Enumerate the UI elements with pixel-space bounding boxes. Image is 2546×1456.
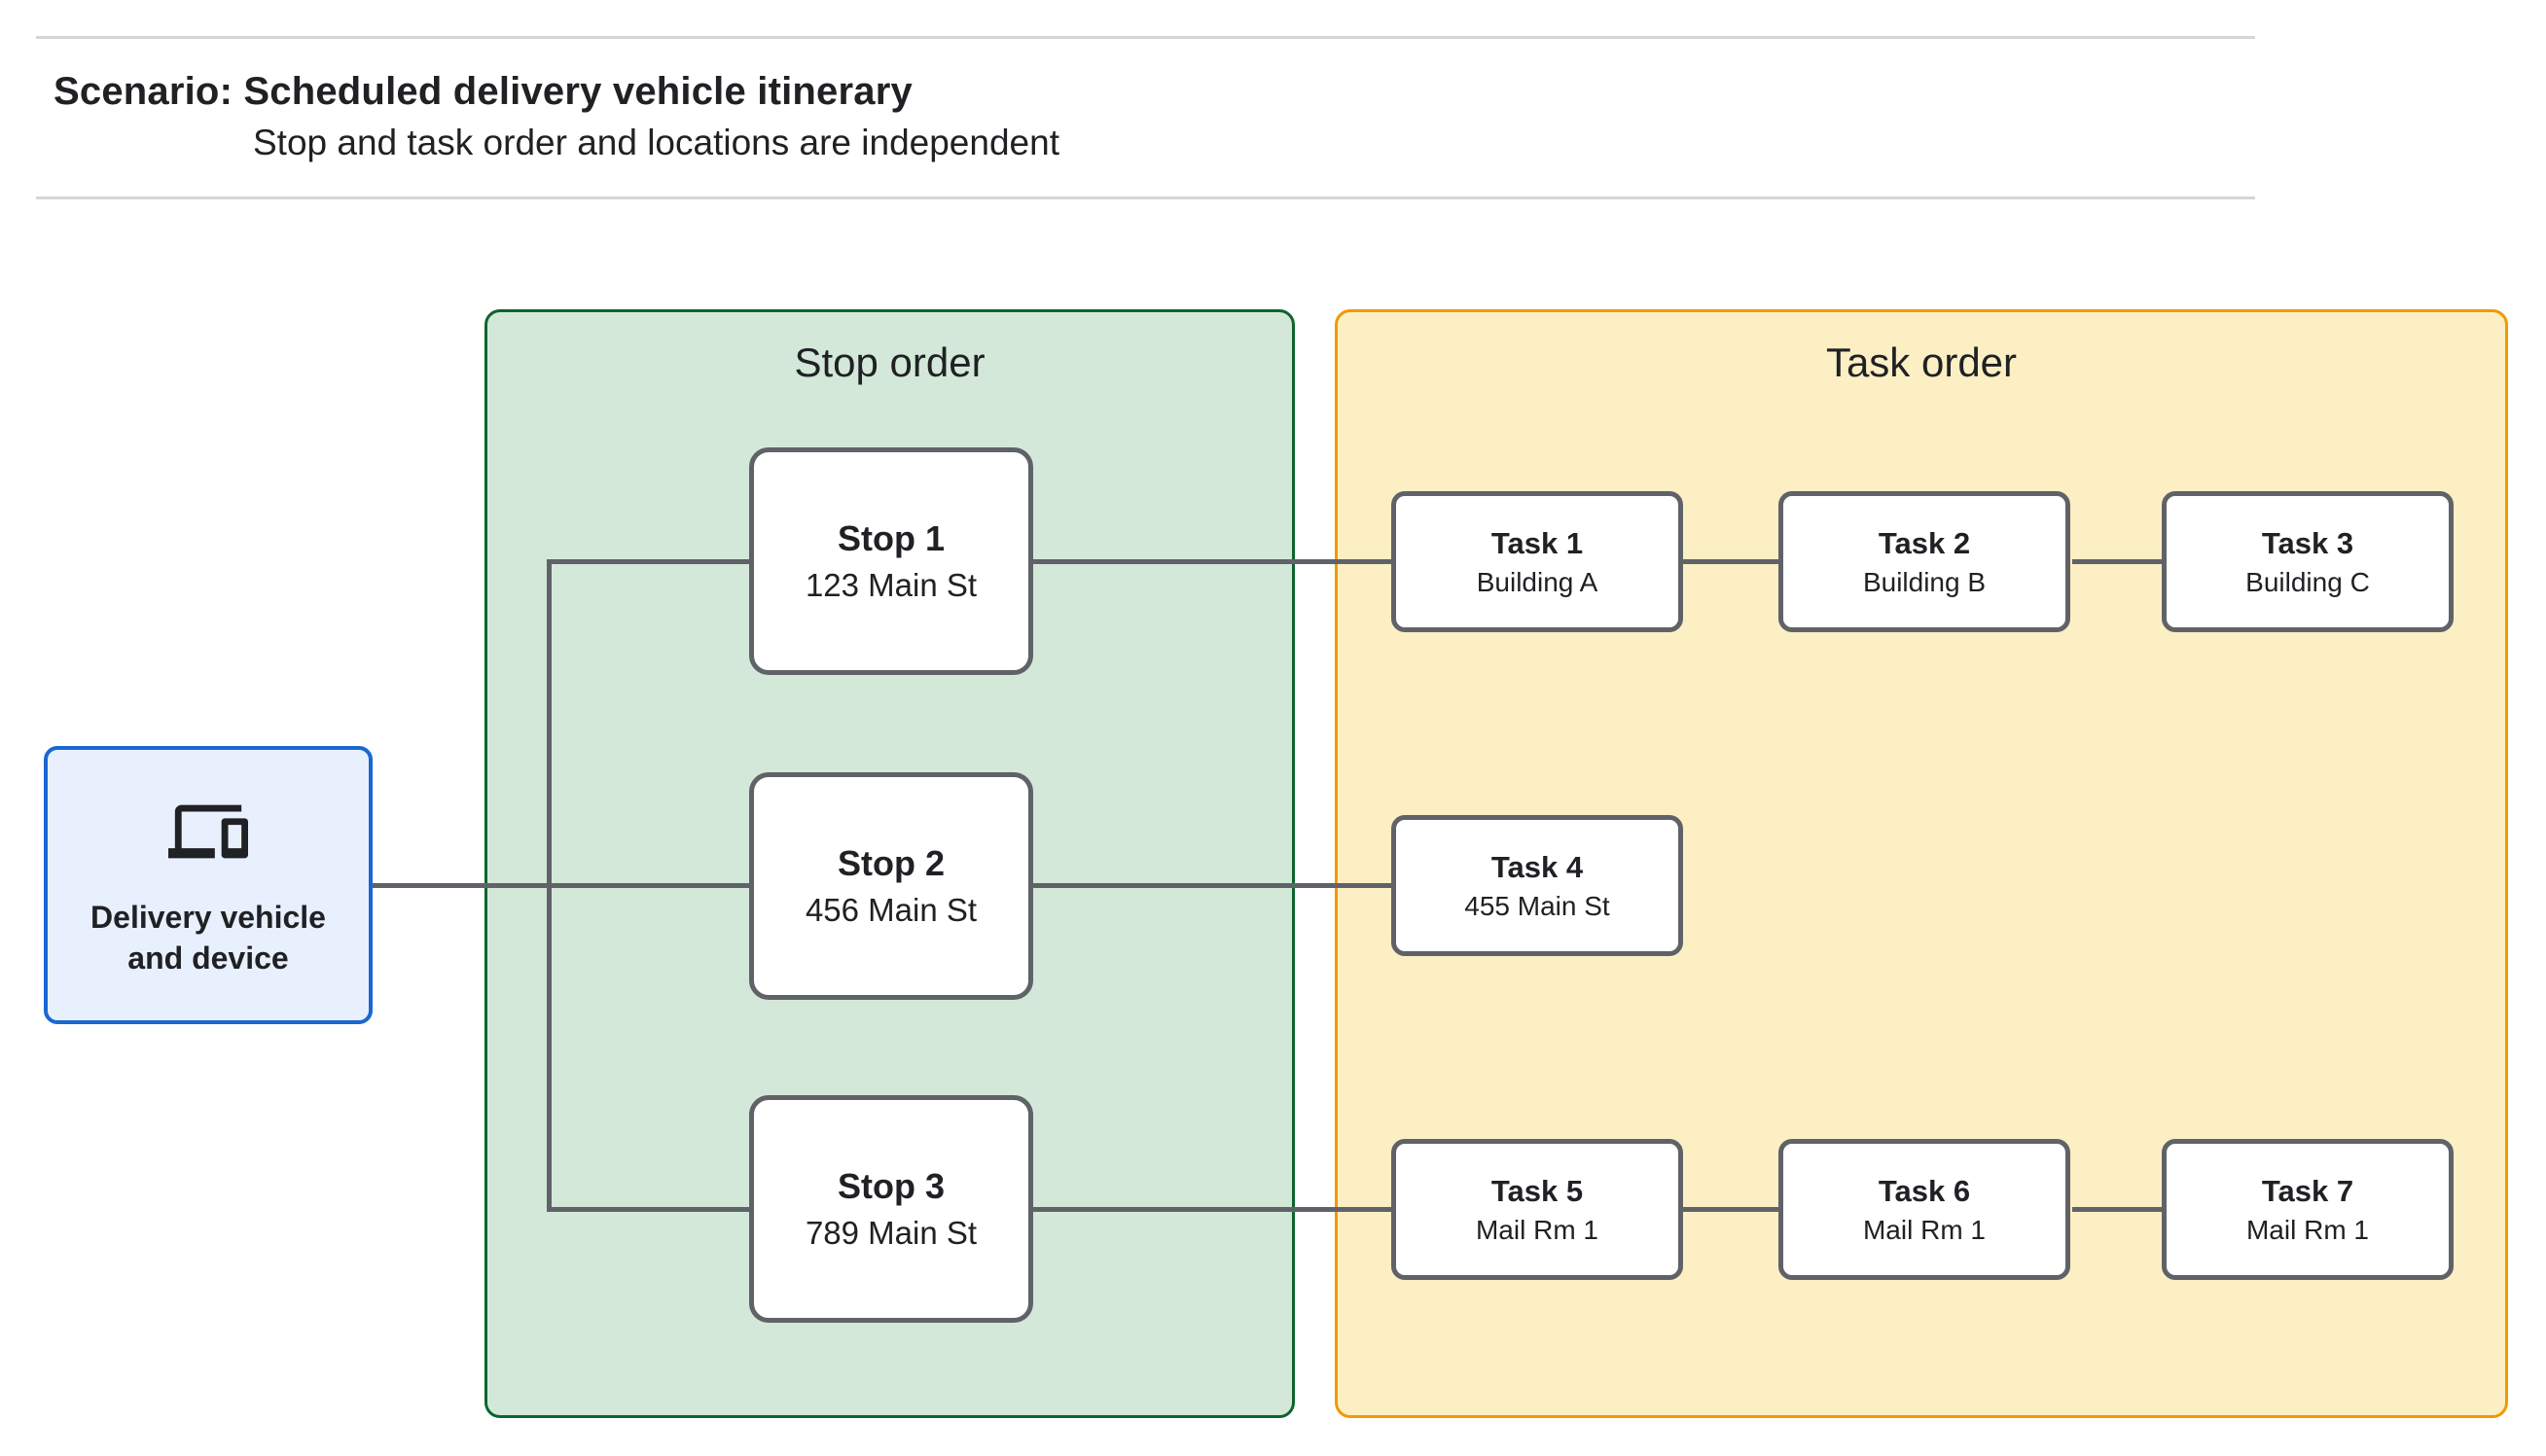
task-location: Mail Rm 1 [1862, 1214, 1986, 1245]
task-name: Task 7 [2261, 1173, 2354, 1208]
delivery-vehicle-label-line1: Delivery vehicle [90, 899, 326, 935]
task-location: Mail Rm 1 [2245, 1214, 2369, 1245]
bottom-divider [36, 196, 2255, 199]
stop-3-node: Stop 3 789 Main St [749, 1095, 1033, 1323]
task-5-node: Task 5 Mail Rm 1 [1391, 1139, 1683, 1280]
connector-task6-task7 [2072, 1207, 2162, 1212]
task-4-node: Task 4 455 Main St [1391, 815, 1683, 956]
task-name: Task 3 [2261, 525, 2354, 560]
task-location: 455 Main St [1464, 890, 1610, 921]
delivery-vehicle-box: Delivery vehicle and device [44, 746, 373, 1024]
stop-name: Stop 2 [837, 843, 945, 883]
connector-stop3-task5 [1033, 1207, 1391, 1212]
task-6-node: Task 6 Mail Rm 1 [1778, 1139, 2070, 1280]
stop-location: 456 Main St [805, 892, 978, 928]
page-subtitle: Stop and task order and locations are in… [253, 123, 1059, 162]
connector-task5-task6 [1681, 1207, 1778, 1212]
stop-1-node: Stop 1 123 Main St [749, 447, 1033, 675]
stop-order-title: Stop order [794, 339, 986, 385]
task-order-title: Task order [1825, 339, 2018, 385]
stop-location: 123 Main St [805, 567, 978, 603]
task-name: Task 2 [1878, 525, 1971, 560]
stop-name: Stop 3 [837, 1166, 945, 1206]
task-location: Mail Rm 1 [1475, 1214, 1598, 1245]
task-location: Building A [1476, 566, 1598, 597]
connector-branch-stop3 [547, 1207, 749, 1212]
devices-icon [168, 792, 248, 871]
stop-location: 789 Main St [805, 1215, 978, 1251]
connector-stop-trunk [547, 559, 552, 1212]
connector-stop2-task4 [1033, 883, 1391, 888]
stop-2-node: Stop 2 456 Main St [749, 772, 1033, 1000]
connector-stop1-task1 [1033, 559, 1391, 564]
connector-vehicle-to-stops [373, 883, 749, 888]
page-title: Scenario: Scheduled delivery vehicle iti… [54, 70, 913, 113]
task-name: Task 4 [1490, 849, 1584, 884]
connector-task2-task3 [2072, 559, 2162, 564]
connector-task1-task2 [1681, 559, 1778, 564]
task-location: Building B [1862, 566, 1987, 597]
task-name: Task 1 [1490, 525, 1584, 560]
top-divider [36, 36, 2255, 39]
task-name: Task 6 [1878, 1173, 1971, 1208]
task-location: Building C [2245, 566, 2370, 597]
task-7-node: Task 7 Mail Rm 1 [2162, 1139, 2454, 1280]
task-2-node: Task 2 Building B [1778, 491, 2070, 632]
task-1-node: Task 1 Building A [1391, 491, 1683, 632]
stop-name: Stop 1 [837, 518, 945, 558]
connector-branch-stop1 [547, 559, 749, 564]
task-name: Task 5 [1490, 1173, 1584, 1208]
delivery-vehicle-label: Delivery vehicle and device [90, 897, 326, 978]
delivery-vehicle-label-line2: and device [127, 941, 289, 976]
task-3-node: Task 3 Building C [2162, 491, 2454, 632]
